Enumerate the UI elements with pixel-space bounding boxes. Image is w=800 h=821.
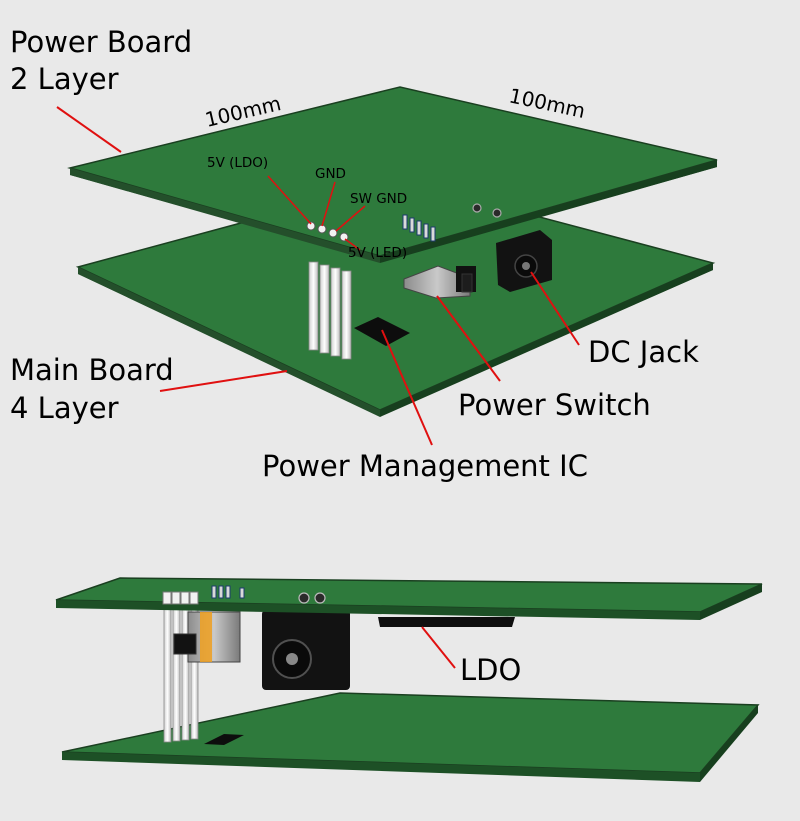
- label-power-board: Power Board: [10, 25, 192, 59]
- power-board: 5V (LDO) GND SW GND 5V (LED): [67, 86, 718, 263]
- side-top-pins: [162, 591, 199, 605]
- label-power-switch: Power Switch: [458, 388, 651, 422]
- power-switch-component: [403, 265, 476, 299]
- pin-label-sw-gnd: SW GND: [350, 191, 407, 207]
- main-board-side: [61, 692, 760, 782]
- label-power-management-ic: Power Management IC: [262, 449, 588, 483]
- header-pins: [308, 261, 352, 360]
- isometric-view: 5V (LDO) GND SW GND 5V (LED) 100mm 100mm…: [10, 25, 718, 483]
- label-dc-jack: DC Jack: [588, 335, 699, 369]
- side-view: LDO: [55, 577, 763, 782]
- callout-lines: [56, 106, 580, 446]
- dc-jack-component: [496, 230, 552, 292]
- label-power-board-layers: 2 Layer: [10, 62, 119, 96]
- label-main-board: Main Board: [10, 353, 174, 387]
- label-main-board-layers: 4 Layer: [10, 391, 119, 425]
- power-pins: [306, 221, 349, 242]
- ldo-callout-line: [421, 626, 456, 669]
- dc-jack-side: [262, 610, 350, 690]
- pin-label-gnd: GND: [315, 166, 346, 182]
- label-ldo: LDO: [460, 653, 521, 687]
- side-top-header: [211, 585, 245, 599]
- pin-label-5v-ldo: 5V (LDO): [207, 155, 268, 171]
- pin-label-5v-led: 5V (LED): [348, 245, 407, 261]
- power-board-side: [55, 577, 763, 620]
- power-switch-side: [173, 611, 241, 663]
- ldo-chip: [378, 617, 515, 627]
- top-header-pins: [402, 214, 436, 242]
